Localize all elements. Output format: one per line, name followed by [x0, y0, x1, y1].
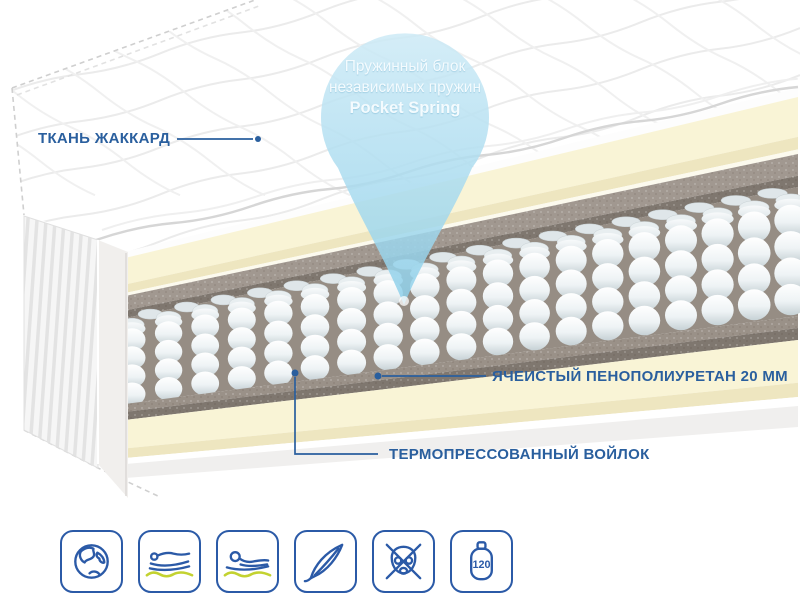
label-jacquard-fabric: ТКАНЬ ЖАККАРД — [38, 130, 171, 147]
label-foam-polyurethane: ЯЧЕИСТЫЙ ПЕНОПОЛИУРЕТАН 20 ММ — [492, 368, 788, 385]
callout-line-3: Pocket Spring — [349, 99, 461, 117]
callout-text: Пружинный блок независимых пружин Pocket… — [303, 56, 507, 119]
feature-orthopedic — [138, 530, 201, 593]
orthopedic-support-icon — [145, 551, 194, 578]
comfort-sleep-icon — [223, 550, 272, 578]
feature-worldwide — [60, 530, 123, 593]
feature-comfort-sleep — [216, 530, 279, 593]
hypoallergenic-no-mask-icon — [385, 543, 422, 580]
leader-foam — [374, 372, 486, 380]
callout-tip-highlight — [399, 296, 409, 306]
leader-fabric — [177, 136, 261, 142]
mattress-side-face — [23, 215, 128, 498]
callout-line-1: Пружинный блок — [344, 58, 466, 75]
feature-icons-row: 120 — [60, 530, 513, 593]
globe-icon — [74, 544, 109, 579]
leader-felt — [291, 369, 378, 455]
feature-lightweight — [294, 530, 357, 593]
max-load-value: 120 — [472, 559, 490, 571]
feature-hypoallergenic — [372, 530, 435, 593]
pocket-spring-callout-bubble — [320, 33, 489, 306]
max-load-icon: 120 — [470, 541, 493, 581]
callout-line-2: независимых пружин — [328, 79, 482, 96]
label-thermo-felt: ТЕРМОПРЕССОВАННЫЙ ВОЙЛОК — [389, 446, 650, 463]
feature-max-load: 120 — [450, 530, 513, 593]
feather-light-icon — [303, 543, 344, 583]
